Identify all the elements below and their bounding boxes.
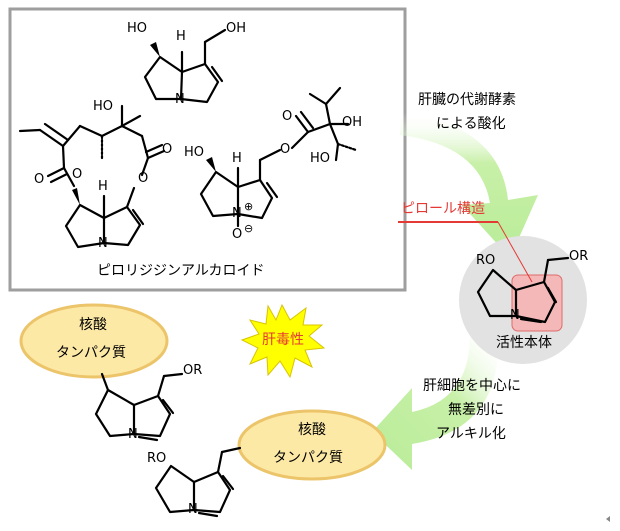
alkylation-label-line3: アルキル化 [436, 426, 506, 442]
atom-n: N [175, 92, 185, 107]
alkylation-label-line2: 無差別に [448, 402, 504, 418]
atom-or: OR [569, 249, 589, 264]
atom-oh: OH [342, 115, 363, 130]
alkylated-product-2-structure [154, 446, 242, 518]
atom-or: OR [183, 363, 203, 378]
macrocyclic-alkaloid-structure [18, 104, 166, 249]
alkylated-product-1-structure [94, 372, 184, 442]
alkylation-arrow [372, 335, 498, 470]
active-pyrrole-structure [476, 256, 570, 324]
atom-ro: RO [476, 253, 496, 268]
oxidation-arrow [400, 112, 538, 258]
atom-o: O [280, 142, 291, 157]
hepatotoxicity-label: 肝毒性 [262, 332, 304, 348]
atom-h: H [232, 151, 242, 166]
atom-oxide: O [232, 227, 243, 242]
atom-ho: HO [127, 21, 148, 36]
atom-h: H [176, 29, 186, 44]
atom-n: N [232, 206, 242, 221]
nucleic-acid-protein-oval-2 [237, 409, 387, 481]
atom-n: N [98, 236, 108, 251]
atom-n: N [128, 427, 138, 442]
atom-o: O [72, 167, 83, 182]
oval1-line2: タンパク質 [56, 345, 126, 361]
nucleic-acid-protein-oval-1 [19, 303, 169, 379]
pyrrole-structure-label: ピロール構造 [401, 201, 485, 217]
oxidation-label-line2: による酸化 [436, 116, 506, 132]
atom-o: O [138, 171, 149, 186]
atom-o: O [34, 172, 45, 187]
atom-minus: ⊖ [244, 222, 254, 235]
atom-ho: HO [93, 99, 114, 114]
atom-oh: OH [226, 21, 247, 36]
n-oxide-alkaloid-structure [199, 86, 358, 228]
atom-ho: HO [310, 151, 331, 166]
oval2-line1: 核酸 [298, 422, 326, 438]
active-body-label: 活性本体 [496, 335, 552, 351]
corner-marker [606, 516, 610, 522]
atom-ro: RO [147, 451, 167, 466]
atom-n: N [510, 308, 520, 323]
atom-ho: HO [184, 145, 205, 160]
alkaloid-title: ピロリジジンアルカロイド [97, 263, 265, 279]
retronecine-structure [143, 28, 227, 104]
atom-h: H [98, 179, 108, 194]
toxicity-burst [240, 303, 326, 379]
atom-plus: ⊕ [244, 200, 254, 213]
atom-o: O [162, 142, 173, 157]
oval2-line2: タンパク質 [273, 450, 343, 466]
atom-o: O [282, 109, 293, 124]
alkylation-label-line1: 肝細胞を中心に [423, 378, 521, 394]
atom-n: N [188, 502, 198, 517]
alkaloid-frame [8, 7, 407, 292]
oval1-line1: 核酸 [79, 317, 107, 333]
oxidation-label-line1: 肝臓の代謝酵素 [418, 92, 516, 108]
pyrrole-pointer-line [497, 221, 533, 283]
